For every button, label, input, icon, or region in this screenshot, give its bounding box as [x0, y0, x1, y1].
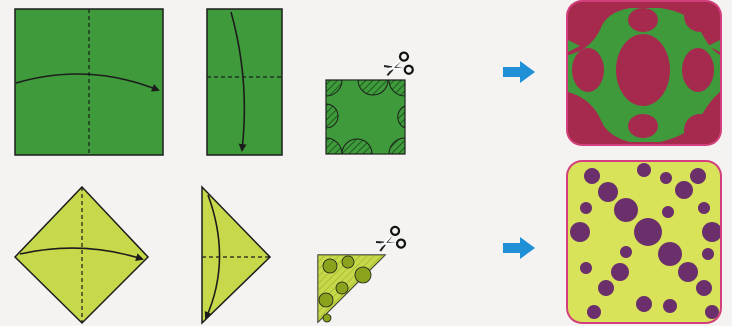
right-arrow-icon: [503, 237, 535, 259]
green-rectangle-paper: [207, 9, 282, 155]
scissors-icon: [373, 226, 406, 257]
result-green-pattern: [566, 0, 722, 146]
step-fold-square-in-half: [15, 9, 163, 155]
step-cut-quarter-square: [326, 51, 414, 154]
step-fold-triangle-in-half: [202, 187, 270, 323]
result-yellow-pattern: [566, 160, 722, 324]
right-arrow-icon: [503, 61, 535, 83]
scissors-icon: [382, 51, 414, 81]
step-fold-diamond-in-half: [15, 187, 148, 323]
step-cut-small-triangle: [318, 226, 406, 322]
step-fold-rectangle-in-half: [207, 9, 282, 155]
